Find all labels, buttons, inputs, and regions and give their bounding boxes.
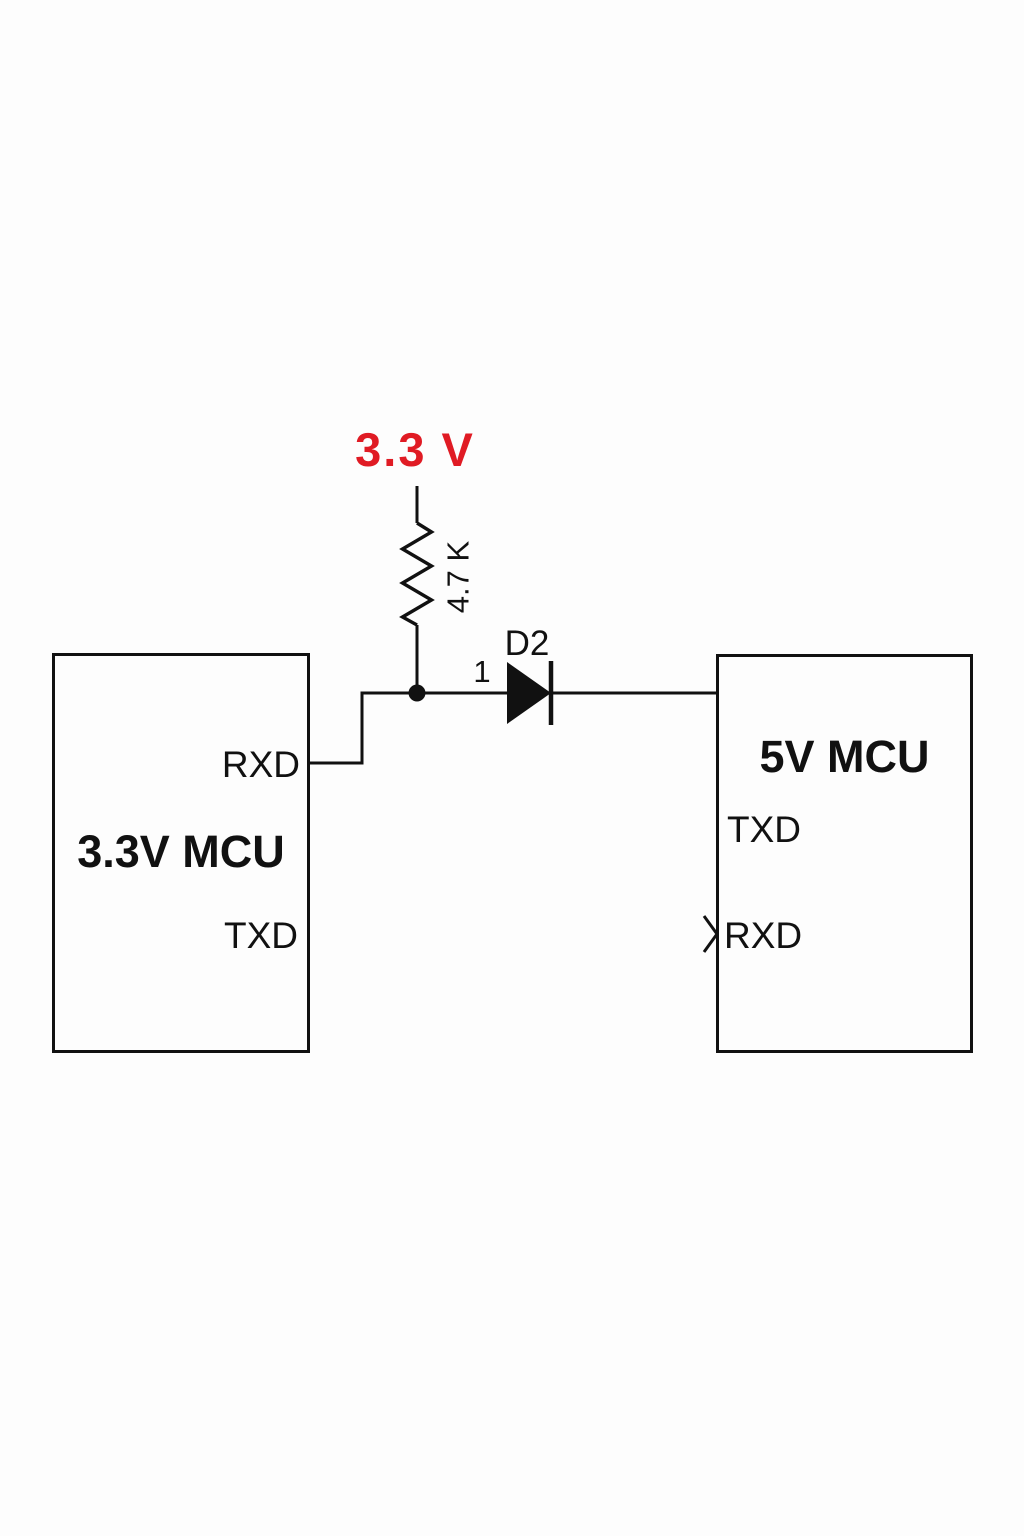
power-net-label: 3.3 V (355, 423, 475, 476)
left-mcu-box (52, 653, 310, 1053)
junction-dot (408, 684, 426, 702)
diode-ref-label: D2 (504, 624, 550, 663)
right-mcu-pin-rxd: RXD (724, 915, 803, 956)
diode-pin-number-label: 1 (473, 654, 491, 689)
right-mcu-pin-txd: TXD (727, 809, 801, 850)
left-mcu-pin-rxd: RXD (221, 744, 300, 785)
right-mcu-title: 5V MCU (759, 731, 930, 782)
rxd-net-wire (310, 691, 507, 765)
left-mcu-title: 3.3V MCU (77, 826, 285, 877)
diode-symbol (507, 662, 551, 724)
left-mcu-pin-txd: TXD (224, 915, 298, 956)
resistor-symbol (399, 521, 435, 627)
right-mcu-box (716, 654, 973, 1053)
resistor-value-label: 4.7 K (440, 540, 476, 614)
